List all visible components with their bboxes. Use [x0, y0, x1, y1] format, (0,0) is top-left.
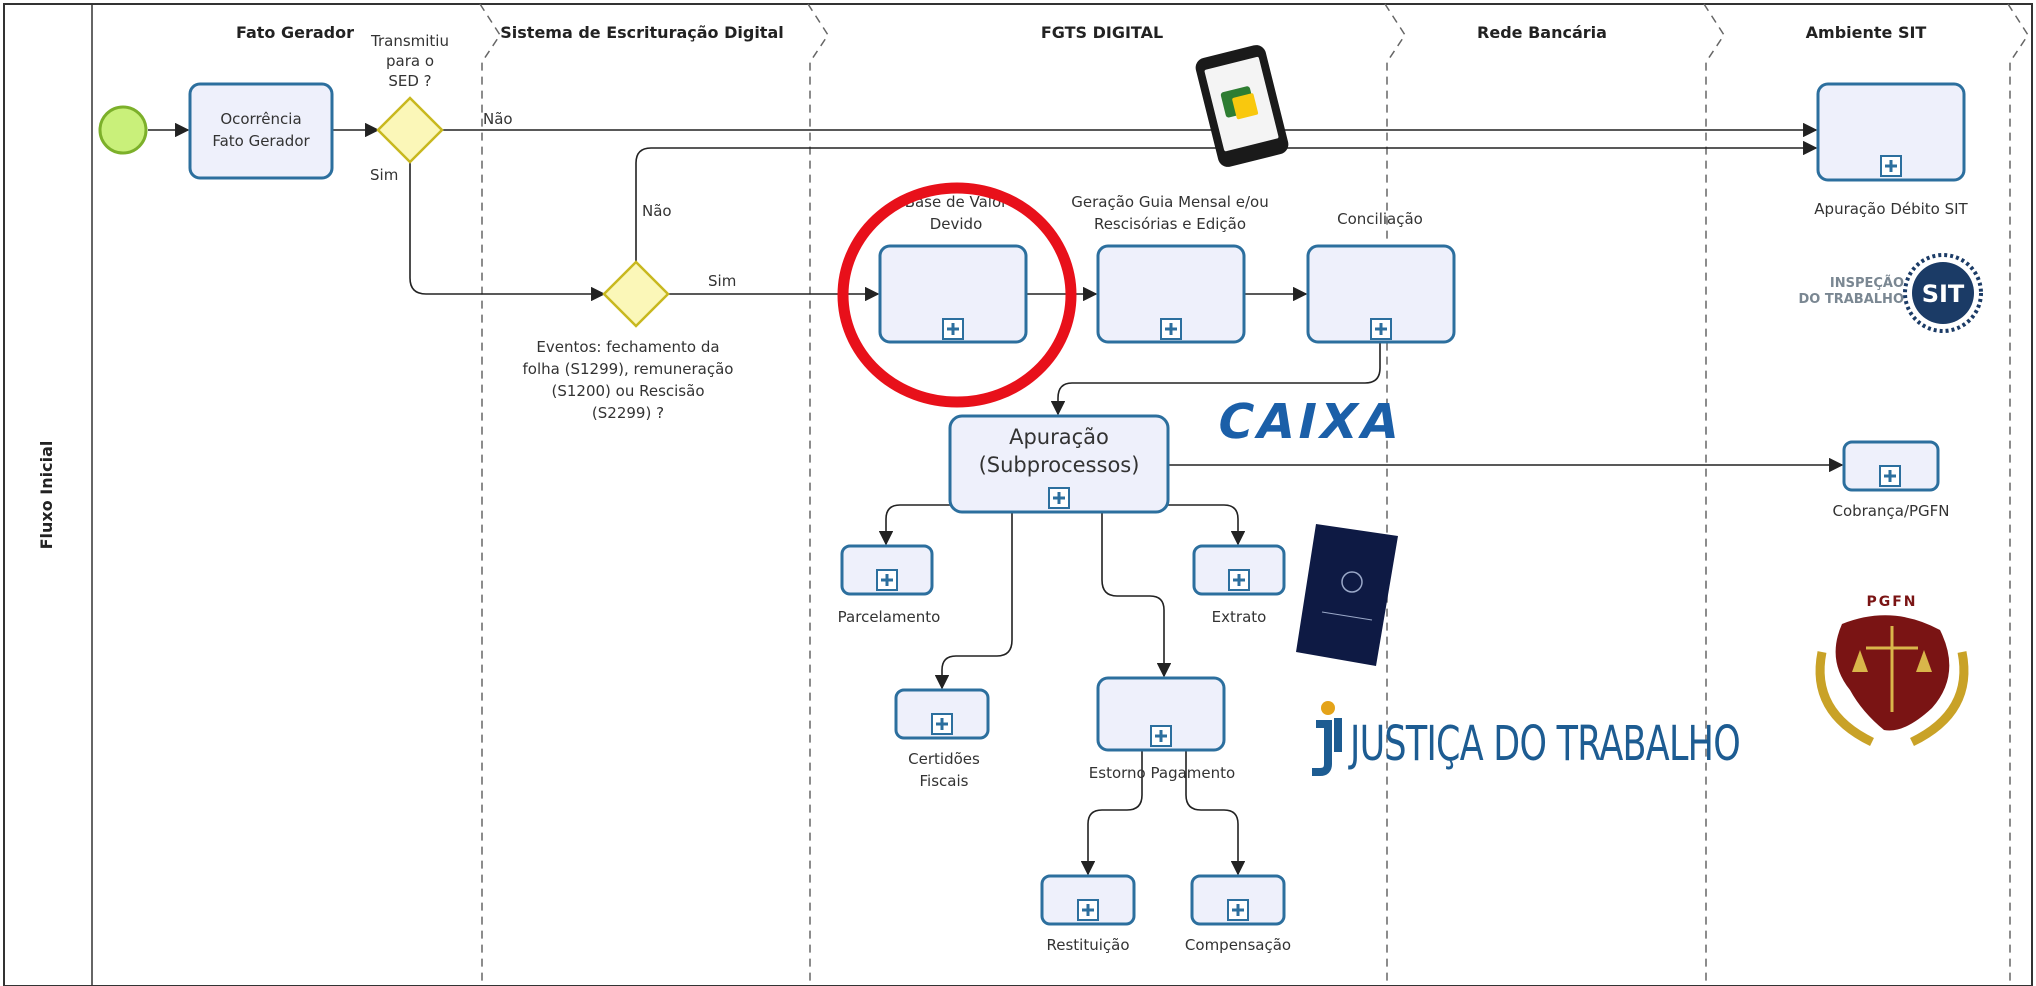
- flow-apuracao-to-extrato: [1143, 504, 1246, 546]
- gateway-transmitiu-no-label: Não: [483, 110, 513, 128]
- task-geracao-guia[interactable]: [1096, 244, 1246, 344]
- gateway-transmitiu[interactable]: [376, 96, 444, 164]
- task-restituicao[interactable]: [1040, 874, 1136, 926]
- task-estorno-pagamento[interactable]: [1096, 676, 1226, 752]
- gateway-eventos-no-label: Não: [642, 202, 672, 220]
- flow-apuracao-to-certidoes: [934, 512, 1013, 690]
- flow-apuracao-to-estorno: [1101, 512, 1172, 678]
- lane-title-rede-bancaria: Rede Bancária: [1477, 23, 1607, 42]
- lane-separator-2: [807, 3, 829, 986]
- task-parcelamento[interactable]: [840, 544, 934, 596]
- task-extrato-label: Extrato: [1212, 608, 1267, 626]
- task-apuracao-line2: (Subprocessos): [979, 453, 1140, 477]
- justica-logo-text: JUSTIÇA DO TRABALHO: [1348, 716, 1740, 772]
- lane-separator-4: [1703, 3, 1725, 986]
- sit-inspecao-line1: INSPEÇÃO: [1830, 275, 1904, 291]
- gateway-eventos[interactable]: [602, 260, 670, 328]
- lane-title-ambiente-sit: Ambiente SIT: [1806, 23, 1927, 42]
- task-apuracao-line1: Apuração: [1009, 425, 1109, 449]
- task-parcelamento-label: Parcelamento: [838, 608, 941, 626]
- flow-conciliacao-to-apuracao: [1050, 341, 1381, 416]
- task-geracao-guia-line2: Rescisórias e Edição: [1094, 215, 1246, 233]
- task-apuracao-subprocessos[interactable]: Apuração (Subprocessos): [948, 414, 1170, 514]
- task-compensacao[interactable]: [1190, 874, 1286, 926]
- gateway-transmitiu-yes-label: Sim: [370, 166, 398, 184]
- flow-sim-to-eventos: [409, 162, 606, 302]
- task-cobranca-pgfn[interactable]: [1842, 440, 1940, 492]
- sit-logo: INSPEÇÃO DO TRABALHO SIT: [1799, 253, 1983, 333]
- flow-apuracao-to-parcelamento: [878, 504, 1013, 546]
- lane-title-sed: Sistema de Escrituração Digital: [500, 23, 783, 42]
- task-apuracao-debito-sit[interactable]: [1816, 82, 1966, 182]
- lane-title-fato-gerador: Fato Gerador: [236, 23, 354, 42]
- task-extrato[interactable]: [1192, 544, 1286, 596]
- task-ocorrencia-line2: Fato Gerador: [212, 132, 310, 150]
- caixa-logo: CAIXA: [1212, 394, 1408, 449]
- lane-separator-5: [2007, 3, 2029, 986]
- gateway-eventos-yes-label: Sim: [708, 272, 736, 290]
- task-estorno-label: Estorno Pagamento: [1089, 764, 1235, 782]
- lane-separator-1: [479, 3, 501, 986]
- pool-label: Fluxo Inicial: [37, 441, 56, 550]
- pgfn-text: PGFN: [1866, 594, 1917, 610]
- task-apuracao-debito-label: Apuração Débito SIT: [1814, 200, 1968, 218]
- task-conciliacao-label: Conciliação: [1337, 210, 1423, 228]
- task-base-valor-devido[interactable]: [878, 244, 1028, 344]
- gateway-transmitiu-line3: SED ?: [388, 72, 431, 90]
- lane-title-fgts-digital: FGTS DIGITAL: [1041, 23, 1163, 42]
- task-certidoes-line1: Certidões: [908, 750, 980, 768]
- task-ocorrencia-line1: Ocorrência: [220, 110, 301, 128]
- task-certidoes-line2: Fiscais: [920, 772, 969, 790]
- task-compensacao-label: Compensação: [1185, 936, 1291, 954]
- task-base-valor-line2: Devido: [930, 215, 983, 233]
- gateway-transmitiu-line1: Transmitiu: [370, 32, 449, 50]
- sit-badge-text: SIT: [1922, 280, 1965, 308]
- gateway-eventos-line1: Eventos: fechamento da: [536, 338, 719, 356]
- task-cobranca-label: Cobrança/PGFN: [1832, 502, 1949, 520]
- smartphone-icon: [1195, 45, 1289, 167]
- justica-do-trabalho-logo: JUSTIÇA DO TRABALHO: [1312, 701, 1741, 776]
- task-ocorrencia-fato-gerador[interactable]: Ocorrência Fato Gerador: [188, 82, 334, 180]
- task-geracao-guia-line1: Geração Guia Mensal e/ou: [1071, 193, 1268, 211]
- gateway-eventos-line2: folha (S1299), remuneração: [523, 360, 734, 378]
- flow-eventos-nao-to-sit: [635, 140, 1818, 262]
- justica-book-icon: [1296, 524, 1398, 666]
- highlight-circle: [837, 182, 1077, 408]
- task-certidoes-fiscais[interactable]: [894, 688, 990, 740]
- gateway-transmitiu-line2: para o: [386, 52, 434, 70]
- task-base-valor-line1: Base de Valor: [905, 193, 1008, 211]
- lane-separator-3: [1384, 3, 1406, 986]
- start-event[interactable]: [98, 105, 148, 155]
- sit-inspecao-line2: DO TRABALHO: [1799, 292, 1905, 307]
- flow-estorno-to-restituicao: [1080, 750, 1143, 876]
- flow-estorno-to-compensacao: [1185, 750, 1246, 876]
- gateway-eventos-line4: (S2299) ?: [592, 404, 664, 422]
- task-restituicao-label: Restituição: [1046, 936, 1129, 954]
- task-conciliacao[interactable]: [1306, 244, 1456, 344]
- pgfn-emblem-icon: PGFN: [1815, 594, 1969, 747]
- gateway-eventos-line3: (S1200) ou Rescisão: [551, 382, 704, 400]
